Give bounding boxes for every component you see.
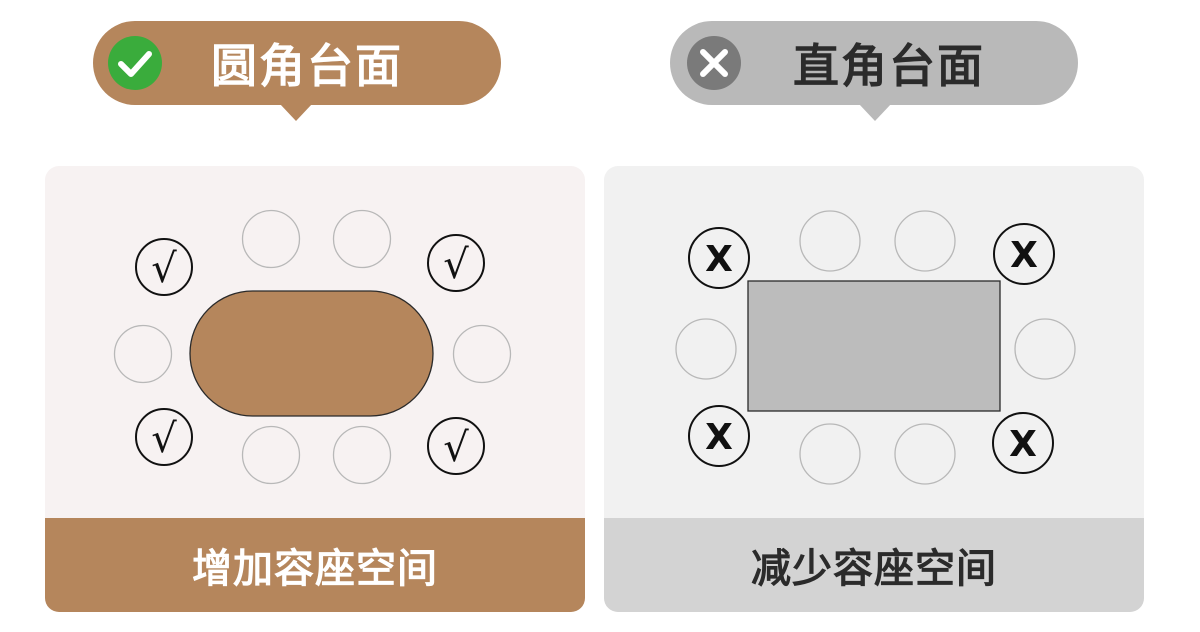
chair-empty [332,425,392,485]
rounded-table [189,290,434,417]
chair-empty [332,209,392,269]
rounded-table-diagram: √ √ √ √ [113,209,512,485]
chair-empty [1014,318,1076,380]
check-mark: √ [151,416,177,462]
chair-blocked: X [688,227,750,289]
rounded-table-title: 圆角台面 [211,39,403,93]
check-mark: √ [151,246,177,292]
chair-empty [894,423,956,485]
chair-empty [799,210,861,272]
check-icon [108,36,162,90]
square-table-card: X X X X 减少容座空间 [604,166,1144,612]
chair-checked: √ [427,417,485,475]
chair-checked: √ [135,408,193,466]
check-mark: √ [443,242,469,288]
check-mark: √ [443,425,469,471]
square-table-diagram: X X X X [675,210,1076,485]
chair-blocked: X [992,412,1054,474]
cross-icon [687,36,741,90]
pointer-tail [859,104,891,121]
square-table-title: 直角台面 [793,39,985,93]
square-table [747,280,1001,412]
rounded-table-footer: 增加容座空间 [45,518,585,612]
chair-empty [241,209,301,269]
chair-empty [241,425,301,485]
chair-checked: √ [135,238,193,296]
x-mark: X [1010,235,1038,276]
square-table-footer: 减少容座空间 [604,518,1144,612]
x-mark: X [705,239,733,280]
square-table-header: 直角台面 [670,21,1078,121]
x-mark: X [705,417,733,458]
chair-empty [894,210,956,272]
chair-empty [452,324,512,384]
pointer-tail [280,104,312,121]
chair-blocked: X [688,405,750,467]
chair-blocked: X [993,223,1055,285]
chair-empty [799,423,861,485]
rounded-table-header: 圆角台面 [93,21,501,121]
chair-empty [675,318,737,380]
x-mark: X [1009,424,1037,465]
rounded-table-card: √ √ √ √ 增加容座空间 [45,166,585,612]
chair-checked: √ [427,234,485,292]
chair-empty [113,324,173,384]
